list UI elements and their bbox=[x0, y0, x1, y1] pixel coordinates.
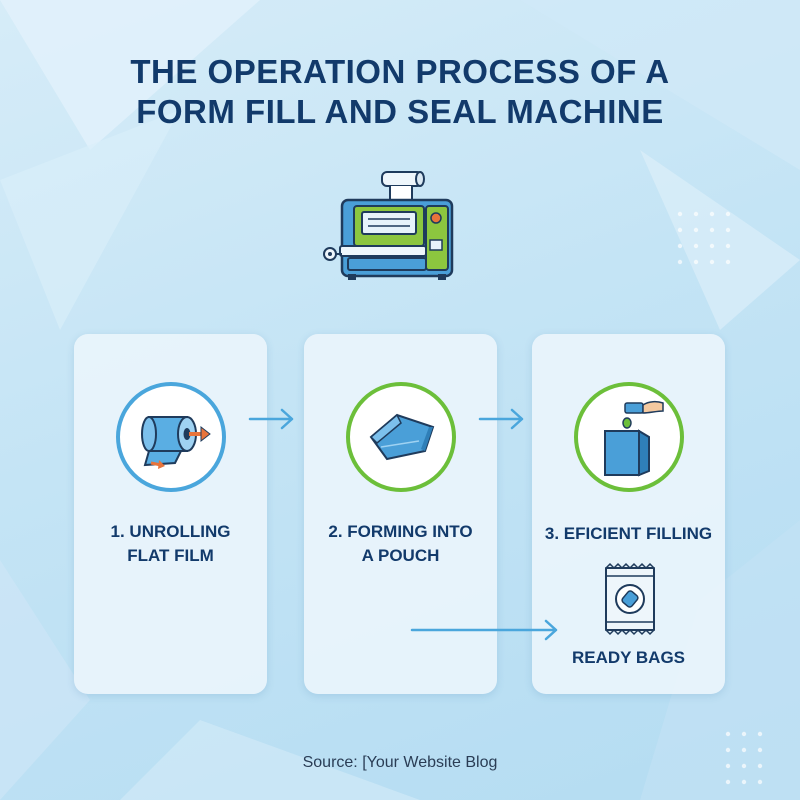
step-card-forming: 2. FORMING INTO A POUCH bbox=[304, 334, 497, 694]
arrow-right-icon bbox=[478, 408, 524, 430]
sealed-bag-icon bbox=[605, 562, 655, 636]
arrow-right-icon bbox=[248, 408, 294, 430]
step-card-unrolling: 1. UNROLLING FLAT FILM bbox=[74, 334, 267, 694]
film-roll-icon bbox=[116, 382, 226, 492]
filling-bag-icon bbox=[574, 382, 684, 492]
page-title: THE OPERATION PROCESS OF A FORM FILL AND… bbox=[0, 52, 800, 132]
title-line-1: THE OPERATION PROCESS OF A bbox=[130, 53, 670, 90]
form-fill-seal-machine-icon bbox=[323, 171, 454, 280]
arrow-right-icon bbox=[410, 619, 558, 641]
step-3-label: 3. EFICIENT FILLING bbox=[544, 524, 713, 543]
ready-bags-label: READY BAGS bbox=[571, 648, 686, 667]
step-2-label: 2. FORMING INTO A POUCH bbox=[328, 522, 473, 565]
pouch-icon bbox=[346, 382, 456, 492]
decorative-dots bbox=[677, 211, 731, 265]
step-1-label: 1. UNROLLING FLAT FILM bbox=[110, 522, 231, 565]
title-line-2: FORM FILL AND SEAL MACHINE bbox=[136, 93, 664, 130]
source-caption: Source: [Your Website Blog bbox=[302, 754, 498, 771]
step-card-filling: 3. EFICIENT FILLING READY BAGS bbox=[532, 334, 725, 694]
decorative-dots bbox=[725, 731, 763, 785]
